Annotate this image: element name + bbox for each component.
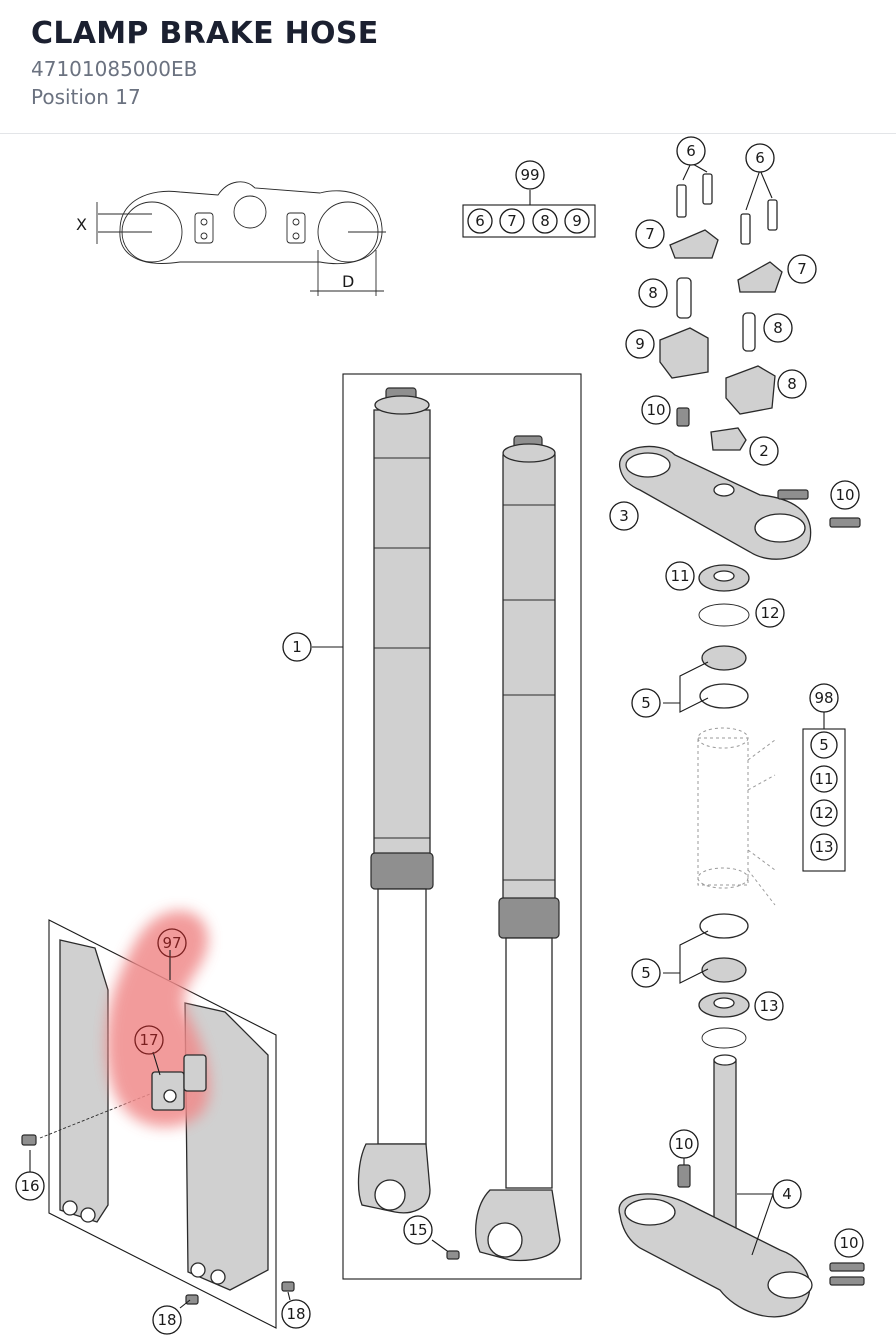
callout-11[interactable]: 11 [665, 561, 695, 591]
kit-99-item-9[interactable]: 9 [564, 208, 590, 234]
callout-6-left[interactable]: 6 [676, 136, 706, 166]
svg-text:6: 6 [686, 142, 696, 160]
kit-98-item-13[interactable]: 13 [810, 833, 838, 861]
kit-98-item-11[interactable]: 11 [810, 765, 838, 793]
svg-text:6: 6 [755, 149, 765, 167]
svg-text:8: 8 [648, 284, 658, 302]
clamp-brake-hose-part[interactable] [151, 1054, 207, 1111]
svg-text:15: 15 [408, 1221, 427, 1239]
callout-10-stem[interactable]: 10 [669, 1129, 699, 1159]
position-label: Position 17 [31, 85, 141, 109]
callout-1[interactable]: 1 [282, 632, 312, 662]
callout-15[interactable]: 15 [403, 1215, 433, 1245]
svg-text:1: 1 [292, 638, 302, 656]
svg-text:10: 10 [674, 1135, 693, 1153]
svg-text:13: 13 [759, 997, 778, 1015]
callout-10-top[interactable]: 10 [641, 395, 671, 425]
callout-7-right[interactable]: 7 [787, 254, 817, 284]
svg-text:12: 12 [760, 604, 779, 622]
callout-16[interactable]: 16 [15, 1171, 45, 1201]
callout-12[interactable]: 12 [755, 598, 785, 628]
callout-18-left[interactable]: 18 [152, 1305, 182, 1335]
svg-text:10: 10 [835, 486, 854, 504]
callout-17[interactable]: 17 [134, 1025, 164, 1055]
svg-text:13: 13 [814, 838, 833, 856]
leader-lines [29, 1150, 685, 1309]
svg-text:8: 8 [787, 375, 797, 393]
svg-text:8: 8 [773, 319, 783, 337]
svg-text:11: 11 [670, 567, 689, 585]
svg-text:7: 7 [797, 260, 807, 278]
callout-4[interactable]: 4 [772, 1179, 802, 1209]
svg-text:18: 18 [286, 1305, 305, 1323]
svg-text:99: 99 [520, 166, 539, 184]
kit-99-group [462, 190, 596, 238]
svg-text:7: 7 [645, 225, 655, 243]
svg-text:7: 7 [507, 212, 517, 230]
fork-legs-group [312, 373, 582, 1280]
svg-text:9: 9 [635, 335, 645, 353]
kit-98-item-5[interactable]: 5 [810, 731, 838, 759]
svg-text:2: 2 [759, 442, 769, 460]
callout-6-right[interactable]: 6 [745, 143, 775, 173]
svg-text:10: 10 [839, 1234, 858, 1252]
callout-10-lower-clamp[interactable]: 10 [834, 1228, 864, 1258]
dimension-x-label: X [76, 215, 87, 234]
svg-text:97: 97 [162, 934, 181, 952]
svg-text:12: 12 [814, 804, 833, 822]
callout-3[interactable]: 3 [609, 501, 639, 531]
svg-text:4: 4 [782, 1185, 792, 1203]
svg-text:6: 6 [475, 212, 485, 230]
part-number: 47101085000EB [31, 57, 198, 81]
svg-text:18: 18 [157, 1311, 176, 1329]
svg-text:98: 98 [814, 689, 833, 707]
kit-98-item-12[interactable]: 12 [810, 799, 838, 827]
kit-99-item-6[interactable]: 6 [467, 208, 493, 234]
steering-bearings [663, 564, 776, 1049]
svg-text:9: 9 [572, 212, 582, 230]
callout-99[interactable]: 99 [515, 160, 545, 190]
callout-97[interactable]: 97 [157, 928, 187, 958]
svg-text:3: 3 [619, 507, 629, 525]
upper-triple-clamp [619, 445, 861, 560]
dimension-d-label: D [342, 272, 354, 291]
handlebar-clamp-hardware [659, 162, 783, 451]
svg-text:5: 5 [641, 964, 651, 982]
svg-text:5: 5 [641, 694, 651, 712]
callout-98[interactable]: 98 [809, 683, 839, 713]
kit-98-group [802, 712, 846, 872]
svg-text:10: 10 [646, 401, 665, 419]
kit-99-item-8[interactable]: 8 [532, 208, 558, 234]
svg-text:17: 17 [139, 1031, 158, 1049]
page-title: CLAMP BRAKE HOSE [31, 16, 379, 51]
callout-8-lower[interactable]: 8 [777, 369, 807, 399]
callout-10-upper-clamp[interactable]: 10 [830, 480, 860, 510]
triple-clamp-dimension-sketch: X D [76, 181, 386, 296]
exploded-parts-diagram: X D [15, 136, 865, 1335]
callout-18-right[interactable]: 18 [281, 1299, 311, 1329]
callout-7-left[interactable]: 7 [635, 219, 665, 249]
svg-text:11: 11 [814, 770, 833, 788]
callout-8-left[interactable]: 8 [638, 278, 668, 308]
svg-text:5: 5 [819, 736, 829, 754]
leader-17 [152, 1051, 161, 1076]
svg-text:8: 8 [540, 212, 550, 230]
callout-5-lower[interactable]: 5 [631, 958, 661, 988]
callout-9[interactable]: 9 [625, 329, 655, 359]
page-header: CLAMP BRAKE HOSE 47101085000EB Position … [0, 0, 896, 134]
callout-2[interactable]: 2 [749, 436, 779, 466]
lower-triple-clamp [618, 1054, 865, 1318]
svg-text:16: 16 [20, 1177, 39, 1195]
callout-13[interactable]: 13 [754, 991, 784, 1021]
callout-8-right[interactable]: 8 [763, 313, 793, 343]
callout-5-upper[interactable]: 5 [631, 688, 661, 718]
kit-99-item-7[interactable]: 7 [499, 208, 525, 234]
